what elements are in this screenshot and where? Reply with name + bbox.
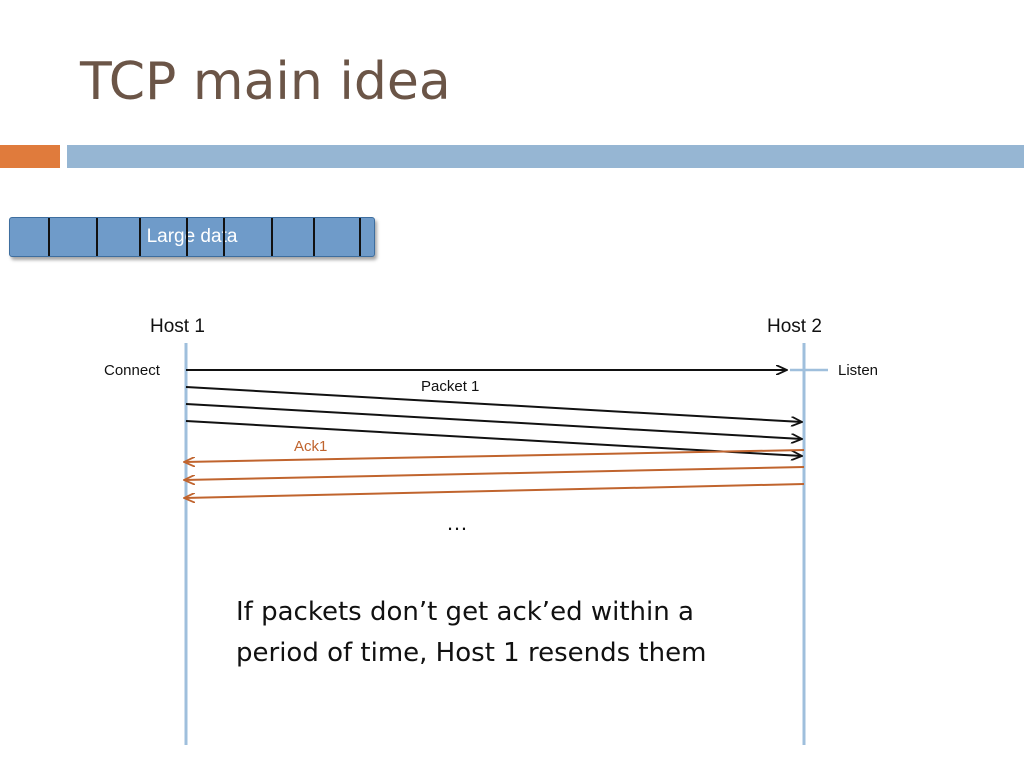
- data-divider: [48, 218, 50, 256]
- host2-label: Host 2: [767, 316, 822, 337]
- ack-label: Ack1: [294, 438, 328, 455]
- data-divider: [96, 218, 98, 256]
- accent-bar-orange: [0, 145, 60, 168]
- ack-arrow: [184, 466, 805, 480]
- packet-arrow: [185, 403, 802, 439]
- packet-arrow: [185, 386, 802, 422]
- accent-bar-blue: [67, 145, 1024, 168]
- data-divider: [223, 218, 225, 256]
- ellipsis: …: [446, 510, 468, 535]
- packet-label: Packet 1: [421, 378, 480, 395]
- data-divider: [139, 218, 141, 256]
- data-divider: [271, 218, 273, 256]
- resend-note: If packets don’t get ack’ed within a per…: [236, 597, 707, 668]
- data-divider: [313, 218, 315, 256]
- packet-arrow: [185, 420, 802, 456]
- large-data-label: Large data: [146, 226, 238, 247]
- large-data-block: Large data: [9, 217, 375, 257]
- data-divider: [359, 218, 361, 256]
- data-divider: [186, 218, 188, 256]
- slide-title: TCP main idea: [80, 52, 451, 112]
- host1-label: Host 1: [150, 316, 205, 337]
- ack-arrow: [184, 483, 805, 498]
- ack-arrow: [184, 449, 805, 462]
- connect-label: Connect: [104, 362, 160, 379]
- listen-label: Listen: [838, 362, 879, 379]
